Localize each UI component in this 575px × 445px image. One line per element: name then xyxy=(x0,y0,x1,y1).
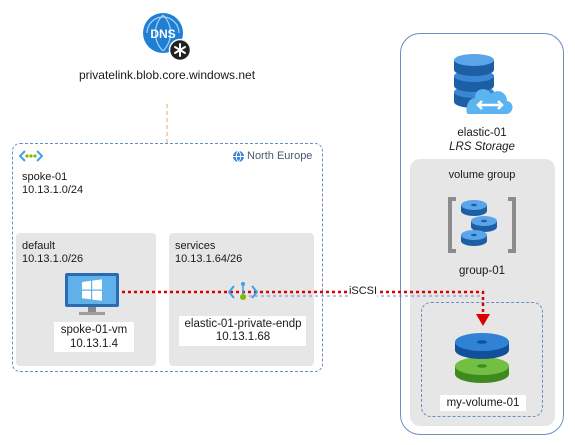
iscsi-connection xyxy=(122,290,485,316)
dns-badge-text: DNS xyxy=(150,27,175,41)
iscsi-arrowhead xyxy=(476,314,490,326)
elastic-san-icon[interactable] xyxy=(444,52,516,122)
vnet-container xyxy=(12,143,323,372)
endpoint-ip: 10.13.1.68 xyxy=(215,331,271,343)
virtual-machine-icon[interactable] xyxy=(64,272,120,318)
subnet-default-name: default xyxy=(22,240,56,252)
iscsi-label-box xyxy=(349,285,377,298)
volume-group-icon[interactable] xyxy=(444,193,520,257)
globe-icon xyxy=(233,150,244,163)
volume-label-box xyxy=(440,395,526,411)
dns-icon: DNS xyxy=(143,13,192,62)
endpoint-name: elastic-01-private-endp xyxy=(184,318,302,330)
storage-name: elastic-01 xyxy=(457,127,507,139)
volume-group-title: volume group xyxy=(448,169,516,181)
vnet-icon xyxy=(19,150,43,162)
volume-name: my-volume-01 xyxy=(446,397,520,409)
storage-type: LRS Storage xyxy=(449,141,515,153)
endpoint-label-box xyxy=(179,316,306,346)
dns-hostname: privatelink.blob.core.windows.net xyxy=(78,68,256,82)
vm-name: spoke-01-vm xyxy=(60,324,128,336)
vm-label-box xyxy=(54,322,134,352)
storage-container xyxy=(400,33,564,435)
subnet-services-cidr: 10.13.1.64/26 xyxy=(175,253,243,265)
region-label: North Europe xyxy=(247,150,313,162)
subnet-default-cidr: 10.13.1.0/26 xyxy=(22,253,84,265)
vnet-cidr: 10.13.1.0/24 xyxy=(22,184,84,196)
private-endpoint-icon[interactable] xyxy=(227,280,259,304)
vnet-name: spoke-01 xyxy=(22,171,68,183)
volume-icon[interactable] xyxy=(451,330,513,390)
subnet-services-name: services xyxy=(175,240,216,252)
volume-container xyxy=(421,302,543,417)
vm-ip: 10.13.1.4 xyxy=(70,338,118,350)
iscsi-label: iSCSI xyxy=(348,285,378,297)
volume-group-name: group-01 xyxy=(458,265,506,277)
